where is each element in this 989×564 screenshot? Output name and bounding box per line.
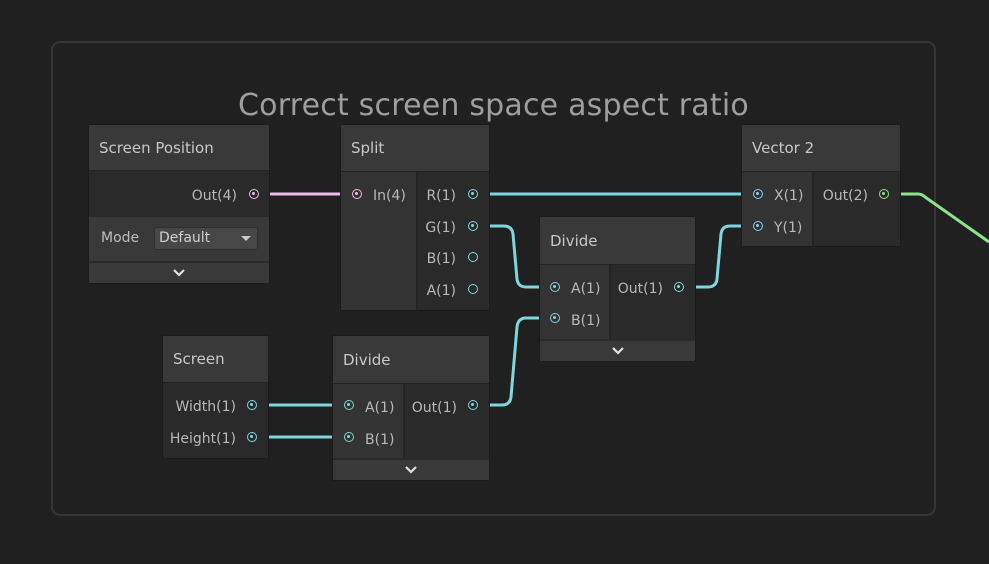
port-a[interactable]: A(1) bbox=[365, 398, 394, 418]
port-out-connector[interactable] bbox=[674, 282, 684, 292]
port-a[interactable]: A(1) bbox=[427, 281, 456, 301]
port-y-connector[interactable] bbox=[753, 221, 763, 231]
port-out-2-connector[interactable] bbox=[879, 189, 889, 199]
chevron-down-icon bbox=[611, 347, 624, 355]
port-out[interactable]: Out(1) bbox=[412, 398, 457, 418]
output-column bbox=[812, 172, 900, 246]
port-label: G(1) bbox=[425, 220, 456, 236]
node-title[interactable]: Divide bbox=[540, 217, 695, 265]
expand-toggle[interactable] bbox=[333, 460, 489, 480]
node-title[interactable]: Screen bbox=[163, 336, 268, 383]
property-row-mode: Mode Default bbox=[89, 217, 269, 261]
port-label: B(1) bbox=[426, 251, 456, 267]
port-out[interactable]: Out(1) bbox=[618, 279, 663, 299]
port-a[interactable]: A(1) bbox=[571, 279, 600, 299]
node-divide-bottom[interactable]: Divide A(1) B(1) Out(1) bbox=[333, 336, 489, 480]
node-title[interactable]: Divide bbox=[333, 336, 489, 384]
node-vector2[interactable]: Vector 2 X(1) Y(1) Out(2) bbox=[742, 125, 900, 246]
node-screen-position[interactable]: Screen Position Out(4) Mode Default bbox=[89, 125, 269, 283]
port-label: B(1) bbox=[365, 432, 395, 448]
port-b[interactable]: B(1) bbox=[427, 249, 456, 269]
port-label: R(1) bbox=[426, 188, 456, 204]
port-a-connector[interactable] bbox=[550, 282, 560, 292]
port-label: Height(1) bbox=[169, 431, 236, 447]
port-a-connector[interactable] bbox=[344, 400, 354, 410]
port-b-connector[interactable] bbox=[468, 252, 478, 262]
port-out-4-connector[interactable] bbox=[249, 189, 259, 199]
input-column bbox=[333, 384, 403, 458]
port-label: X(1) bbox=[774, 188, 804, 204]
port-x[interactable]: X(1) bbox=[774, 186, 803, 206]
node-split[interactable]: Split In(4) R(1) G(1) B(1) A(1) bbox=[341, 125, 489, 310]
expand-toggle[interactable] bbox=[540, 341, 695, 361]
node-title[interactable]: Vector 2 bbox=[742, 125, 900, 172]
port-label: Out(4) bbox=[191, 188, 237, 204]
port-x-connector[interactable] bbox=[753, 189, 763, 199]
dropdown-caret-icon bbox=[241, 236, 251, 241]
port-width[interactable]: Width(1) bbox=[175, 397, 236, 417]
port-out-2[interactable]: Out(2) bbox=[823, 186, 868, 206]
output-column bbox=[609, 265, 695, 339]
chevron-down-icon bbox=[405, 466, 417, 474]
node-title[interactable]: Screen Position bbox=[89, 125, 269, 171]
output-column bbox=[89, 171, 269, 216]
mode-label: Mode bbox=[101, 230, 140, 246]
port-label: Width(1) bbox=[175, 399, 236, 415]
port-g-connector[interactable] bbox=[468, 221, 478, 231]
port-r[interactable]: R(1) bbox=[426, 186, 456, 206]
port-label: Out(1) bbox=[411, 400, 457, 416]
port-height-connector[interactable] bbox=[247, 432, 257, 442]
port-b-connector[interactable] bbox=[550, 313, 560, 323]
port-label: A(1) bbox=[426, 283, 456, 299]
port-label: B(1) bbox=[571, 313, 601, 329]
output-column bbox=[403, 384, 489, 458]
port-a-connector[interactable] bbox=[468, 284, 478, 294]
node-divide-top[interactable]: Divide A(1) B(1) Out(1) bbox=[540, 217, 695, 361]
port-b[interactable]: B(1) bbox=[571, 311, 600, 331]
edge-vector2-out[interactable] bbox=[889, 192, 989, 244]
port-in-4-connector[interactable] bbox=[352, 189, 362, 199]
group-title[interactable]: Correct screen space aspect ratio bbox=[238, 88, 749, 123]
port-label: Out(2) bbox=[822, 188, 868, 204]
mode-value: Default bbox=[159, 230, 211, 246]
port-b[interactable]: B(1) bbox=[365, 430, 394, 450]
port-y[interactable]: Y(1) bbox=[774, 218, 802, 238]
chevron-down-icon bbox=[173, 269, 185, 277]
port-in-4[interactable]: In(4) bbox=[373, 186, 406, 206]
port-out-connector[interactable] bbox=[468, 400, 478, 410]
port-label: Y(1) bbox=[774, 220, 803, 236]
port-label: Out(1) bbox=[617, 281, 663, 297]
port-width-connector[interactable] bbox=[247, 400, 257, 410]
port-label: A(1) bbox=[571, 281, 601, 297]
group-frame[interactable]: Correct screen space aspect ratio bbox=[51, 41, 936, 516]
mode-dropdown[interactable]: Default bbox=[154, 227, 258, 250]
port-height[interactable]: Height(1) bbox=[170, 429, 236, 449]
port-label: In(4) bbox=[373, 188, 406, 204]
node-title[interactable]: Split bbox=[341, 125, 489, 172]
port-out-4[interactable]: Out(4) bbox=[192, 186, 237, 206]
port-g[interactable]: G(1) bbox=[425, 218, 456, 238]
port-label: A(1) bbox=[365, 400, 395, 416]
input-column bbox=[540, 265, 609, 339]
node-screen[interactable]: Screen Width(1) Height(1) bbox=[163, 336, 268, 458]
port-b-connector[interactable] bbox=[344, 432, 354, 442]
expand-toggle[interactable] bbox=[89, 263, 269, 283]
input-column bbox=[742, 172, 812, 246]
port-r-connector[interactable] bbox=[468, 189, 478, 199]
